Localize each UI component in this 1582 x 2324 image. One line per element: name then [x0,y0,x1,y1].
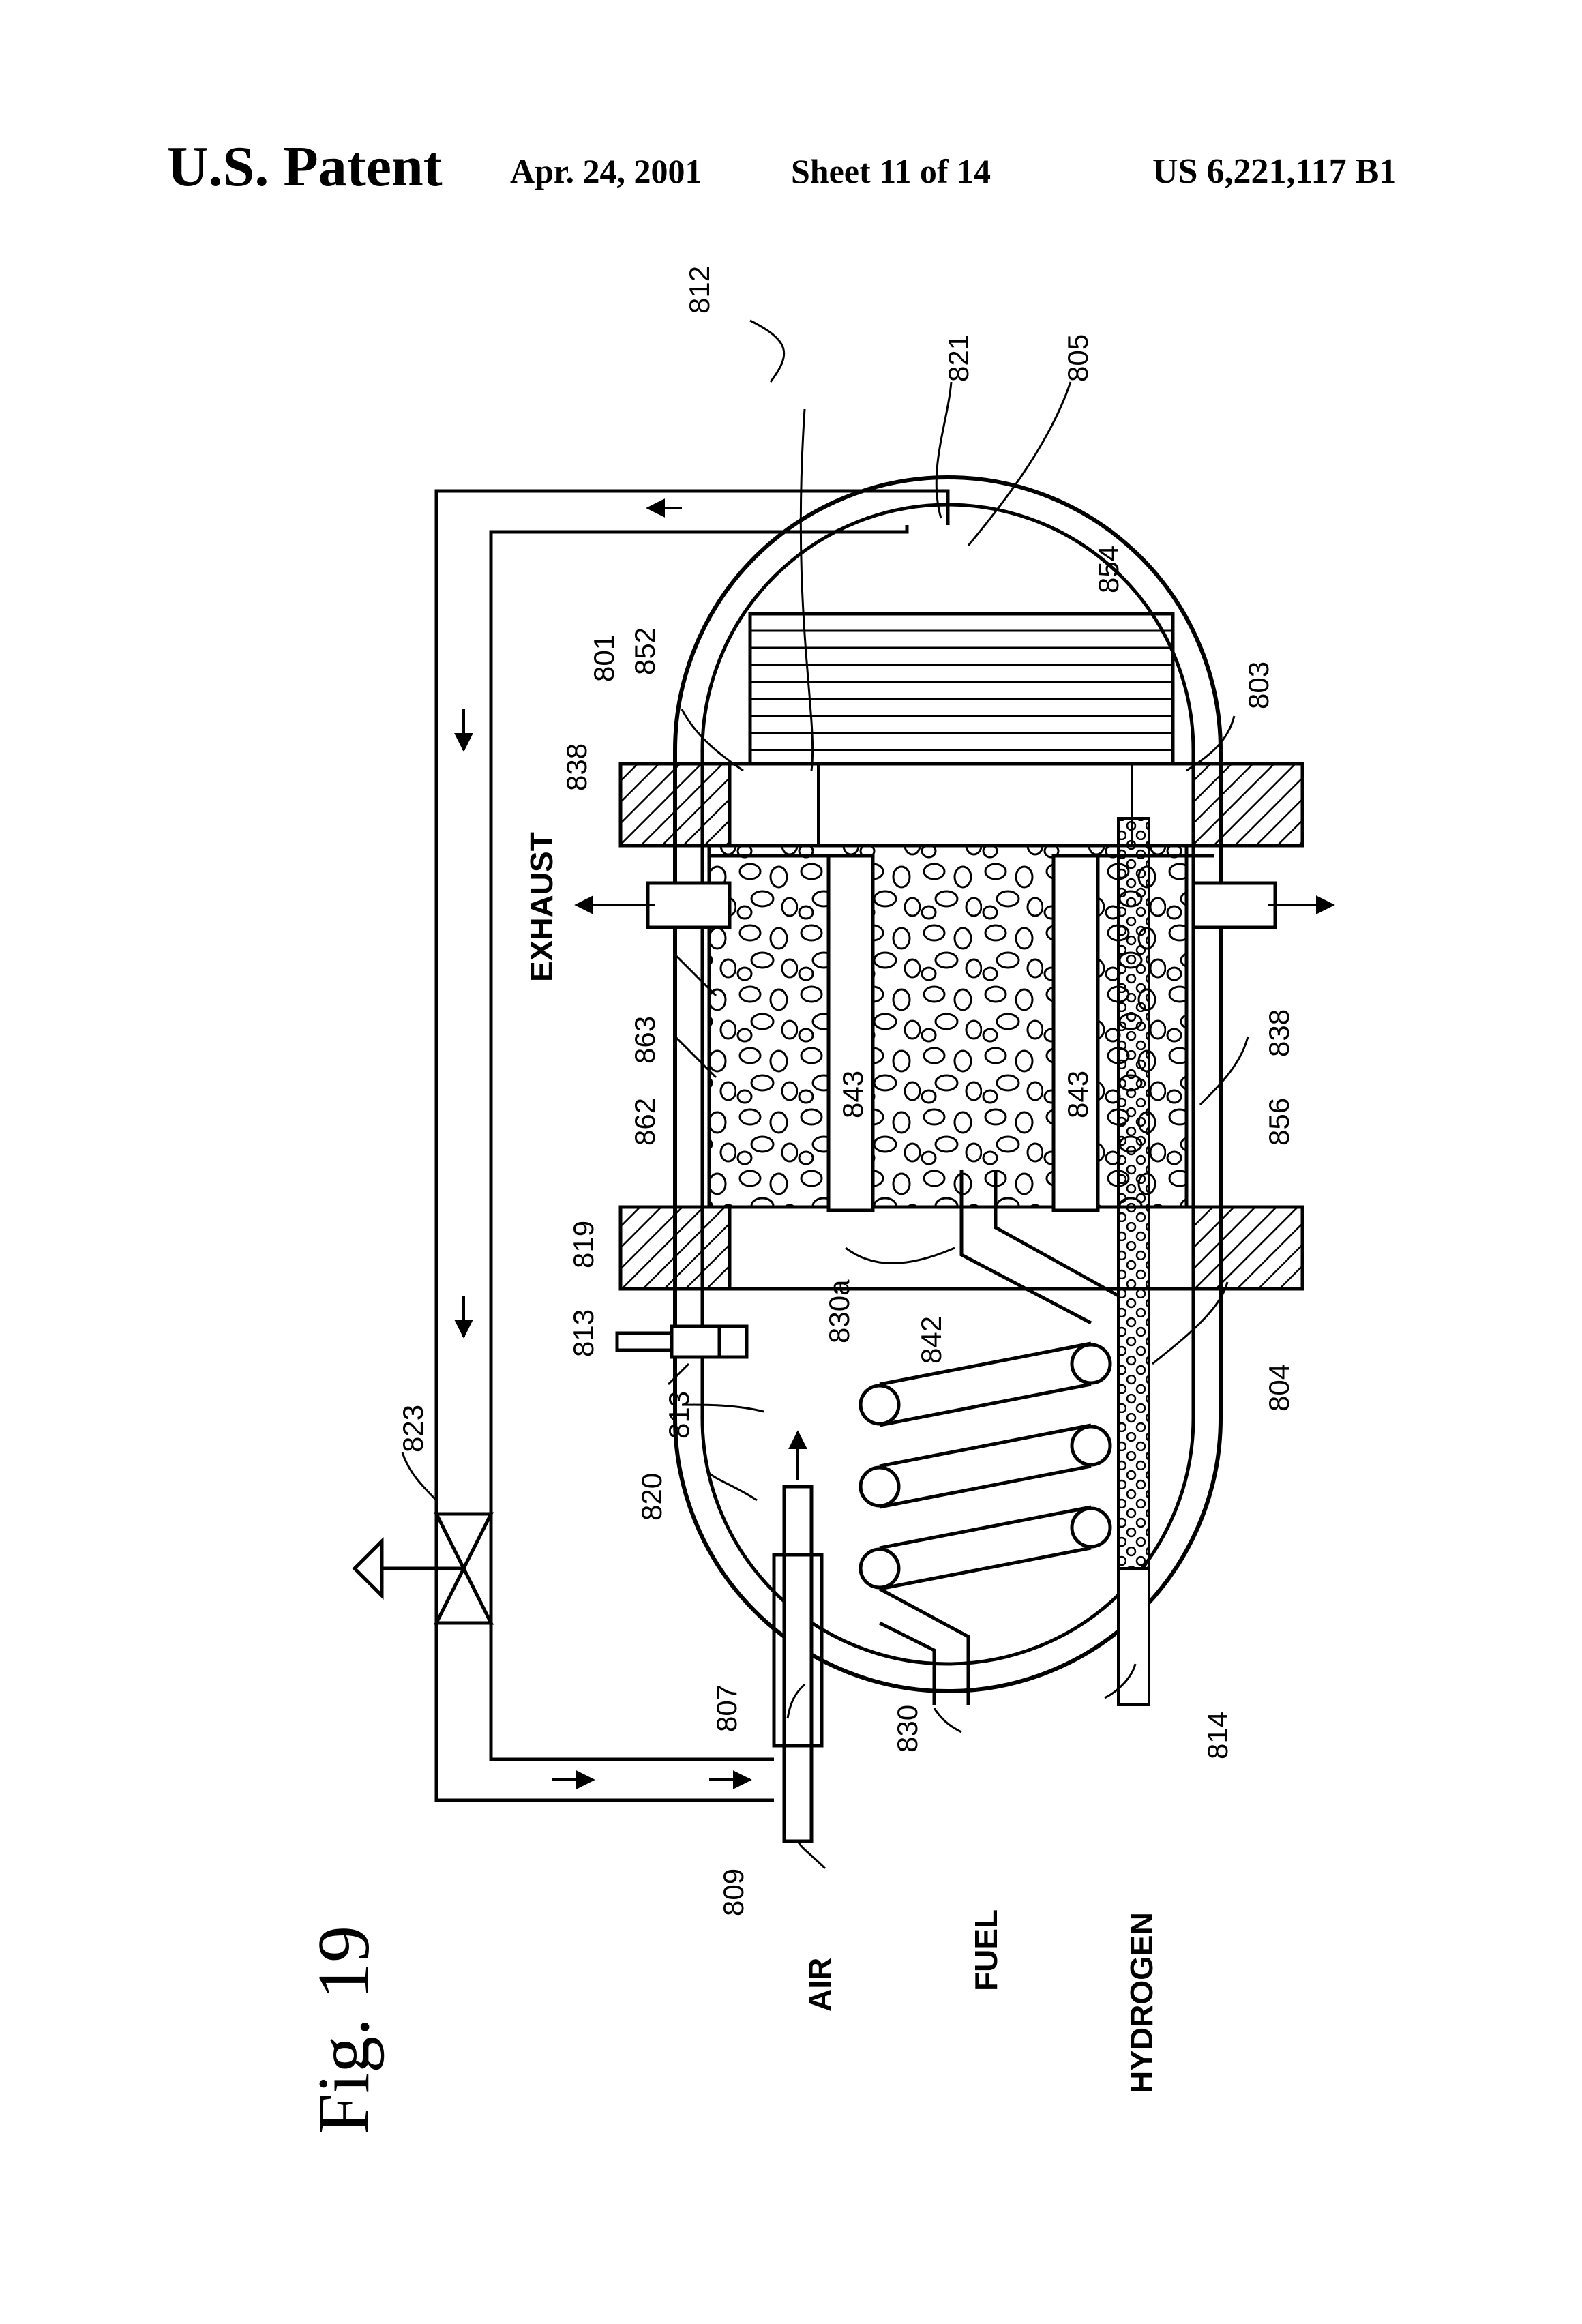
label-fuel: FUEL [968,1909,1004,1991]
ref-838b: 838 [1263,1009,1295,1057]
ref-862: 862 [629,1098,661,1146]
ref-807: 807 [711,1684,743,1732]
ref-812: 812 [683,266,715,314]
flange-upper [621,764,1302,846]
label-air: AIR [802,1958,837,2012]
ref-814: 814 [1202,1712,1234,1759]
ref-804: 804 [1263,1364,1295,1412]
membrane-stack [750,614,1173,764]
ref-820: 820 [636,1473,668,1521]
ref-813a: 813 [567,1309,599,1357]
ref-813b: 813 [663,1391,695,1439]
ref-843b: 843 [1062,1071,1094,1118]
igniter [617,1326,747,1357]
ref-819: 819 [567,1221,599,1268]
ref-852: 852 [629,627,661,675]
ref-830: 830 [891,1705,923,1753]
ref-842: 842 [915,1316,947,1364]
ref-823: 823 [397,1405,429,1452]
ref-863: 863 [629,1016,661,1064]
ref-801: 801 [588,634,620,682]
ref-856: 856 [1263,1098,1295,1146]
ref-854: 854 [1092,546,1124,593]
hydrogen-tube [1118,818,1149,1705]
ref-805: 805 [1062,334,1094,382]
label-hydrogen: HYDROGEN [1124,1912,1159,2094]
ref-838a: 838 [561,743,593,791]
ref-830a: 830a [823,1279,855,1343]
valve-823 [355,1514,491,1623]
ref-803: 803 [1242,661,1274,709]
ref-821: 821 [942,334,974,382]
label-exhaust: EXHAUST [524,832,559,982]
figure-label: Fig. 19 [303,1926,385,2134]
ref-843a: 843 [837,1071,869,1118]
ref-809: 809 [717,1868,749,1916]
